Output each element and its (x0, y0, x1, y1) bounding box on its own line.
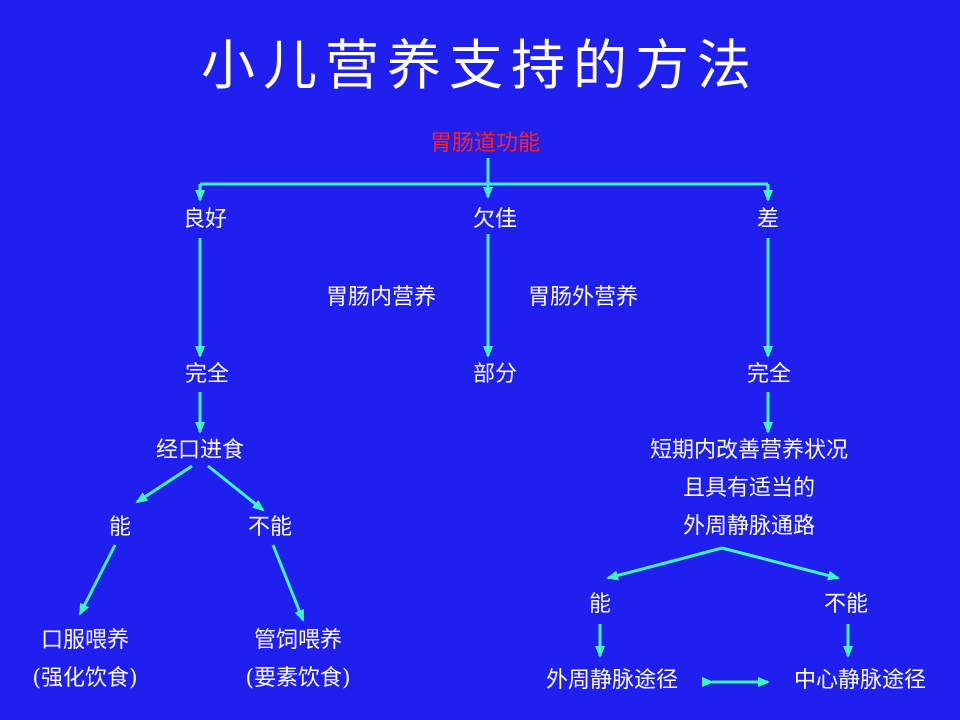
tube-feeding-note: (要素饮食) (245, 666, 351, 691)
node-left-complete: 完全 (184, 362, 229, 387)
tube-feeding-label: 管饲喂养 (253, 628, 342, 653)
short-term-line-2: 且具有适当的 (682, 476, 815, 501)
node-oral-feeding: 口服喂养 (强化饮食) (20, 622, 150, 698)
oral-feeding-label: 口服喂养 (40, 628, 129, 653)
short-term-line-1: 短期内改善营养状况 (649, 438, 848, 463)
node-good: 良好 (182, 207, 227, 232)
node-right-cannot: 不能 (823, 592, 868, 617)
node-short-term-improvement: 短期内改善营养状况 且具有适当的 外周静脉通路 (618, 432, 880, 546)
node-bad: 差 (756, 207, 779, 232)
oral-feeding-note: (强化饮食) (32, 666, 138, 691)
arrow-can-to-oral-feeding (78, 544, 117, 616)
node-tube-feeding: 管饲喂养 (要素饮食) (230, 622, 366, 698)
node-oral-intake: 经口进食 (155, 438, 244, 463)
arrow-cannot-to-tube-feeding (271, 544, 305, 622)
node-right-complete: 完全 (746, 362, 791, 387)
node-central-route: 中心静脉途径 (793, 668, 926, 693)
arrow-oral-to-can (135, 464, 193, 504)
node-poor: 欠佳 (472, 207, 517, 232)
node-parenteral-nutrition: 胃肠外营养 (527, 285, 638, 310)
slide-title: 小儿营养支持的方法 (201, 34, 759, 97)
node-peripheral-route: 外周静脉途径 (545, 668, 678, 693)
node-partial: 部分 (472, 362, 517, 387)
node-gi-function: 胃肠道功能 (429, 131, 540, 156)
node-left-cannot: 不能 (247, 515, 292, 540)
short-term-line-3: 外周静脉通路 (682, 514, 815, 539)
node-right-can: 能 (588, 592, 611, 617)
node-enteral-nutrition: 胃肠内营养 (325, 285, 436, 310)
arrow-short-term-to-can (606, 546, 723, 581)
arrow-oral-to-cannot (207, 464, 265, 512)
arrow-short-term-to-cannot (721, 546, 840, 581)
node-left-can: 能 (108, 515, 131, 540)
